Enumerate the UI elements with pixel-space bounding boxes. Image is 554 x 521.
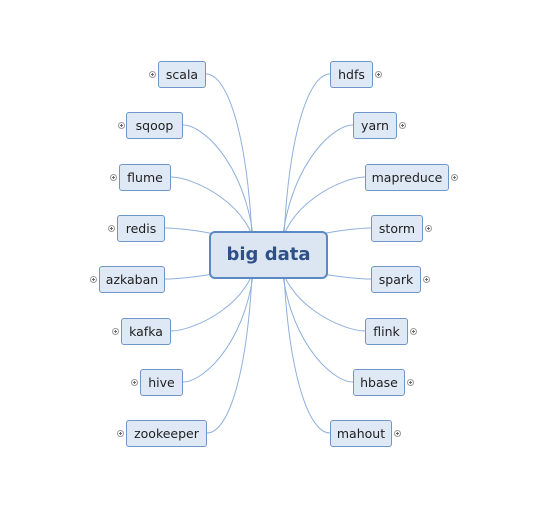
plus-circle-icon[interactable] bbox=[423, 276, 430, 283]
topic-scala[interactable]: scala bbox=[158, 61, 206, 88]
plus-circle-icon[interactable] bbox=[112, 328, 119, 335]
topic-azkaban[interactable]: azkaban bbox=[99, 266, 165, 293]
plus-circle-icon[interactable] bbox=[149, 71, 156, 78]
connector-topic-yarn bbox=[280, 124, 354, 256]
plus-circle-icon[interactable] bbox=[90, 276, 97, 283]
plus-circle-icon[interactable] bbox=[110, 174, 117, 181]
connector-topic-hdfs bbox=[282, 73, 331, 256]
plus-circle-icon[interactable] bbox=[131, 379, 138, 386]
plus-circle-icon[interactable] bbox=[375, 71, 382, 78]
plus-circle-icon[interactable] bbox=[451, 174, 458, 181]
topic-yarn[interactable]: yarn bbox=[353, 112, 397, 139]
topic-storm[interactable]: storm bbox=[371, 215, 423, 242]
plus-circle-icon[interactable] bbox=[118, 122, 125, 129]
central-topic-big-data[interactable]: big data bbox=[209, 231, 328, 279]
topic-sqoop[interactable]: sqoop bbox=[126, 112, 183, 139]
topic-flink[interactable]: flink bbox=[365, 318, 408, 345]
topic-hdfs[interactable]: hdfs bbox=[330, 61, 373, 88]
topic-mahout[interactable]: mahout bbox=[330, 420, 392, 447]
topic-kafka[interactable]: kafka bbox=[121, 318, 171, 345]
connector-topic-scala bbox=[205, 73, 254, 256]
plus-circle-icon[interactable] bbox=[407, 379, 414, 386]
plus-circle-icon[interactable] bbox=[410, 328, 417, 335]
topic-zookeeper[interactable]: zookeeper bbox=[126, 420, 207, 447]
topic-mapreduce[interactable]: mapreduce bbox=[365, 164, 449, 191]
plus-circle-icon[interactable] bbox=[108, 225, 115, 232]
connector-topic-zookeeper bbox=[206, 254, 254, 434]
plus-circle-icon[interactable] bbox=[399, 122, 406, 129]
topic-hive[interactable]: hive bbox=[140, 369, 183, 396]
topic-redis[interactable]: redis bbox=[117, 215, 165, 242]
plus-circle-icon[interactable] bbox=[425, 225, 432, 232]
topic-flume[interactable]: flume bbox=[119, 164, 171, 191]
topic-hbase[interactable]: hbase bbox=[353, 369, 405, 396]
connector-topic-sqoop bbox=[182, 124, 256, 256]
plus-circle-icon[interactable] bbox=[394, 430, 401, 437]
plus-circle-icon[interactable] bbox=[117, 430, 124, 437]
topic-spark[interactable]: spark bbox=[371, 266, 421, 293]
connector-topic-mahout bbox=[282, 254, 331, 434]
